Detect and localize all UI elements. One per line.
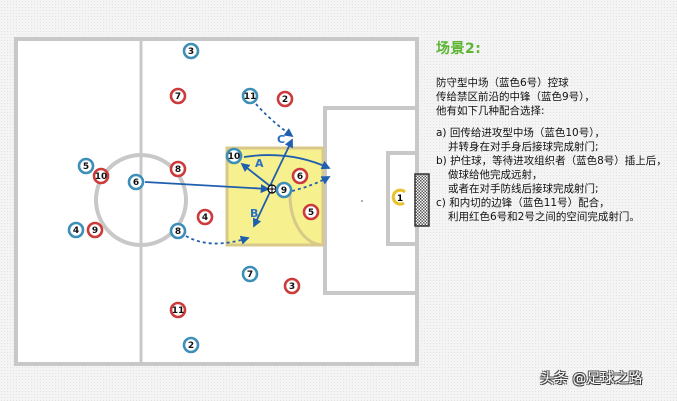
red-player-7: 7 (169, 87, 187, 105)
svg-text:3: 3 (188, 47, 194, 57)
description-panel: 场景2: 防守型中场（蓝色6号）控球 传给禁区前沿的中锋（蓝色9号）， 他有如下… (436, 38, 676, 224)
option-line: 利用红色6号和2号之间的空间完成射门。 (448, 211, 640, 223)
svg-text:11: 11 (172, 306, 185, 316)
option-line: 或者在对手防线后接球完成射门; (448, 183, 599, 195)
red-player-11: 11 (169, 301, 187, 319)
svg-text:6: 6 (133, 178, 139, 188)
svg-text:5: 5 (308, 208, 314, 218)
intro-line: 防守型中场（蓝色6号）控球 (436, 77, 569, 89)
red-player-8: 8 (169, 160, 187, 178)
red-player-4: 4 (196, 208, 214, 226)
svg-text:5: 5 (83, 162, 89, 172)
svg-text:10: 10 (95, 172, 108, 182)
pass-arrows (144, 103, 331, 245)
svg-text:7: 7 (175, 92, 181, 102)
svg-text:2: 2 (282, 95, 288, 105)
run-9-arrow (291, 176, 331, 192)
ball-icon (267, 184, 277, 194)
svg-text:3: 3 (289, 282, 295, 292)
run-11-arrow (255, 103, 294, 138)
red-player-6: 6 (291, 167, 309, 185)
scenario-title: 场景2: (436, 41, 482, 57)
goalkeeper-red-1: 1 (391, 188, 407, 206)
blue-player-7: 7 (241, 265, 259, 283)
svg-text:4: 4 (202, 213, 208, 223)
option-line: 并转身在对手身后接球完成射门; (448, 141, 599, 153)
blue-player-8: 8 (169, 222, 187, 240)
blue-player-10: 10 (225, 147, 243, 165)
blue-player-5: 5 (77, 157, 95, 175)
blue-player-9: 9 (275, 181, 293, 199)
scenario-options: a) 回传给进攻型中场（蓝色10号）， 并转身在对手身后接球完成射门; b) 护… (436, 126, 676, 224)
option-b-arrow (252, 191, 271, 228)
pitch-lines (14, 37, 419, 366)
red-player-5: 5 (302, 203, 320, 221)
svg-text:9: 9 (281, 186, 287, 196)
svg-text:8: 8 (175, 165, 181, 175)
intro-line: 传给禁区前沿的中锋（蓝色9号）， (436, 91, 595, 103)
blue-player-4: 4 (67, 221, 85, 239)
run-8-arrow (185, 235, 250, 245)
red-player-9: 9 (86, 221, 104, 239)
svg-text:4: 4 (73, 226, 79, 236)
option-c-arrow (269, 138, 293, 187)
run-10-arrow (243, 154, 331, 170)
option-line: c) 和内切的边锋（蓝色11号）配合， (436, 197, 610, 209)
blue-player-11: 11 (241, 87, 259, 105)
intro-line: 他有如下几种配合选择: (436, 105, 545, 117)
svg-text:7: 7 (247, 270, 253, 280)
blue-player-6: 6 (127, 173, 145, 191)
red-player-10: 10 (92, 167, 110, 185)
red-player-2: 2 (276, 90, 294, 108)
svg-text:8: 8 (175, 227, 181, 237)
scenario-intro: 防守型中场（蓝色6号）控球 传给禁区前沿的中锋（蓝色9号）， 他有如下几种配合选… (436, 76, 676, 118)
svg-text:9: 9 (92, 226, 98, 236)
goal-net (414, 173, 430, 227)
svg-text:10: 10 (228, 152, 241, 162)
red-team-players: 7 2 10 8 6 5 4 9 3 11 (86, 87, 320, 319)
svg-text:1: 1 (397, 194, 403, 204)
pass-6-to-9-arrow (144, 181, 270, 194)
svg-text:6: 6 (297, 172, 303, 182)
option-line: b) 护住球，等待进攻组织者（蓝色8号）插上后， (436, 155, 667, 167)
danger-zone (225, 146, 325, 247)
option-a-label: A (255, 157, 264, 170)
svg-text:2: 2 (188, 341, 194, 351)
option-b-label: B (250, 207, 258, 220)
option-line: a) 回传给进攻型中场（蓝色10号）， (436, 127, 605, 139)
watermark: 头条 @足球之路 (540, 371, 643, 387)
option-c-label: C (277, 133, 285, 146)
svg-text:11: 11 (244, 92, 257, 102)
blue-player-2: 2 (182, 336, 200, 354)
blue-team-players: 3 11 5 6 10 9 8 4 7 2 (67, 42, 293, 354)
blue-player-3: 3 (182, 42, 200, 60)
option-line: 做球给他完成远射， (448, 169, 543, 181)
red-player-3: 3 (283, 277, 301, 295)
option-a-arrow (240, 162, 271, 187)
